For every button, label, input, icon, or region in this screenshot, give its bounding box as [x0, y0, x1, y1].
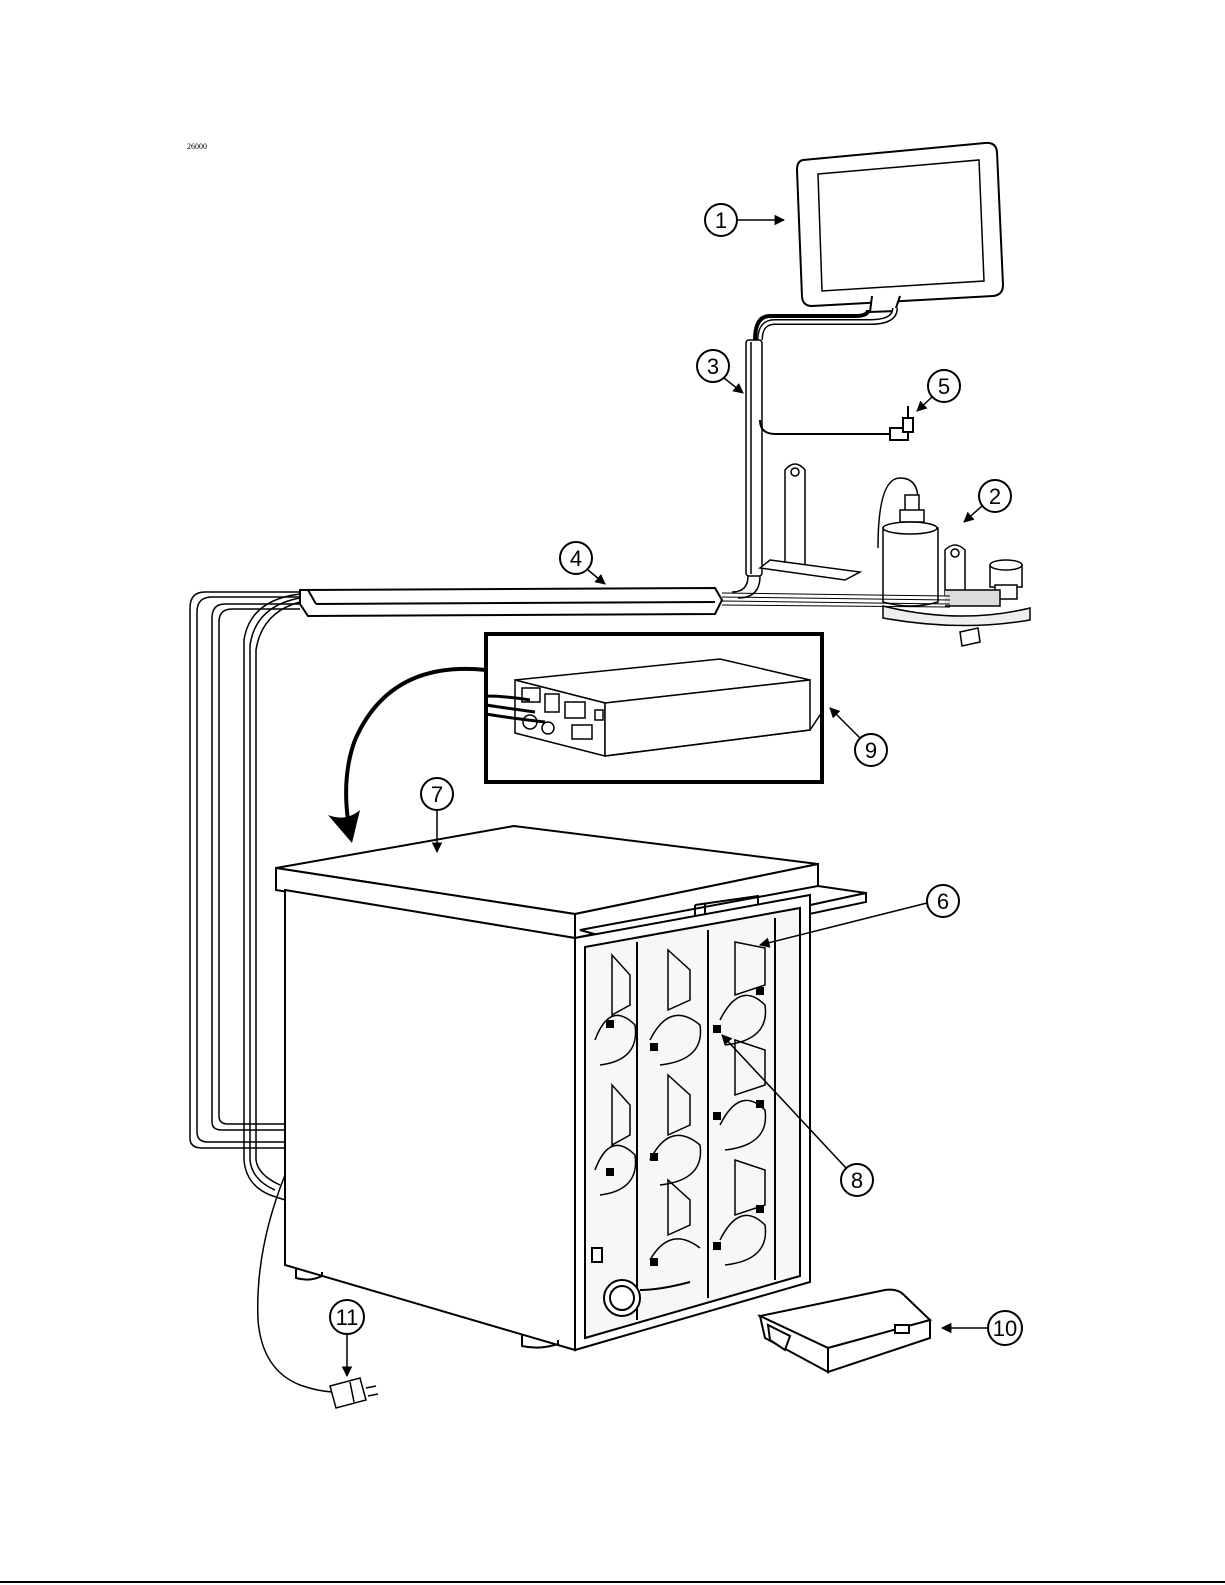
- callout-8-label: 8: [851, 1168, 863, 1193]
- callout-7-label: 7: [431, 782, 443, 807]
- callout-10: 10: [942, 1311, 1022, 1345]
- callout-1-label: 1: [715, 208, 727, 233]
- control-box-inset: [486, 634, 822, 782]
- page-bottom-rule: [0, 1581, 1225, 1583]
- monitor-display: [797, 143, 1003, 312]
- callout-1: 1: [705, 204, 784, 236]
- audio-cable: [760, 406, 913, 440]
- callout-2-label: 2: [989, 484, 1001, 509]
- install-direction-arrowhead: [328, 810, 360, 843]
- footswitch: [760, 1290, 930, 1372]
- power-plug: [330, 1378, 378, 1408]
- callout-9: 9: [830, 708, 887, 766]
- install-direction-arrow: [346, 669, 486, 820]
- callout-3-label: 3: [707, 354, 719, 379]
- callout-5-label: 5: [938, 374, 950, 399]
- callout-4: 4: [560, 542, 605, 584]
- callout-10-label: 10: [993, 1316, 1017, 1341]
- cable-raceway: [300, 588, 722, 616]
- callout-2: 2: [964, 480, 1011, 522]
- callout-4-label: 4: [570, 546, 582, 571]
- cable-pole: [732, 340, 762, 598]
- callout-11-label: 11: [336, 1305, 359, 1330]
- callout-6-label: 6: [937, 889, 949, 914]
- callout-9-label: 9: [865, 738, 877, 763]
- callout-3: 3: [697, 350, 743, 393]
- cabinet: [276, 826, 866, 1350]
- callout-5: 5: [917, 370, 960, 411]
- callout-11: 11: [330, 1300, 364, 1376]
- left-cable-loop: [190, 592, 300, 1200]
